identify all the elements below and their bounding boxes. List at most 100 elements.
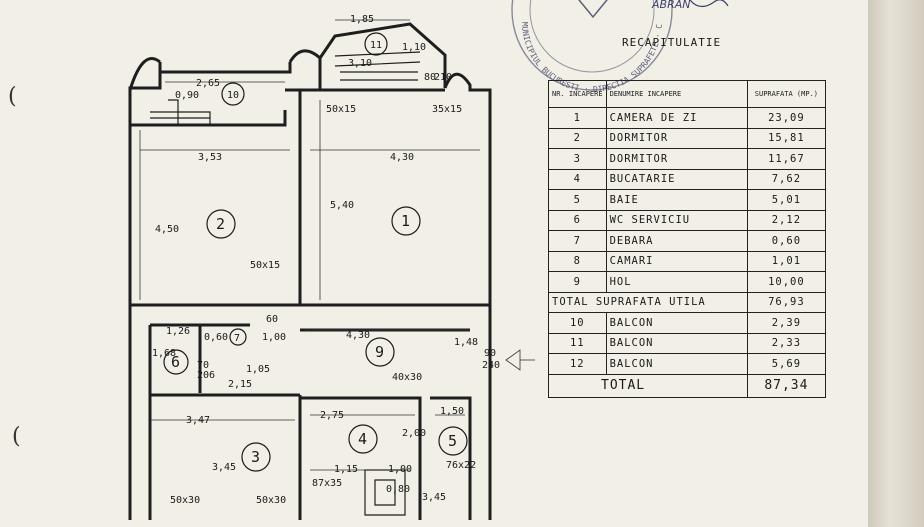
room-name: BALCON (605, 353, 748, 375)
dim-label: 3,10 (348, 58, 372, 69)
dim-label: 50x30 (256, 495, 286, 506)
door-label: 80 (424, 72, 436, 83)
room-area: 5,01 (746, 189, 827, 211)
dim-label: 50x15 (326, 104, 356, 115)
room-area: 2,12 (746, 209, 827, 231)
total-label: TOTAL (548, 373, 748, 398)
dim-label: 0,90 (175, 90, 199, 101)
room-nr: 1 (548, 107, 607, 129)
room-name: HOL (605, 271, 748, 293)
door-label: 70 (197, 360, 209, 371)
recap-table: NR. INCAPERE DENUMIRE INCAPERE SUPRAFATA… (548, 80, 827, 398)
room-4-label: 4 (358, 430, 367, 448)
room-nr: 5 (548, 189, 607, 211)
room-name: DORMITOR (605, 127, 748, 149)
room-nr: 11 (548, 332, 607, 354)
dim-label: 2,65 (196, 78, 220, 89)
dim-label: 3,47 (186, 415, 210, 426)
room-name: BUCATARIE (605, 168, 748, 190)
dim-label: 2,75 (320, 410, 344, 421)
room-10-marker (221, 82, 245, 106)
room-6-marker (163, 349, 189, 375)
dim-label: 40x30 (392, 372, 422, 383)
door-label: 90 (484, 348, 496, 359)
room-area: 5,69 (746, 353, 827, 375)
door-label: 240 (482, 360, 500, 371)
margin-mark: ( (12, 424, 21, 449)
room-3-label: 3 (251, 448, 260, 466)
room-name: DORMITOR (605, 148, 748, 170)
dim-label: 76x22 (446, 460, 476, 471)
room-name: BALCON (605, 332, 748, 354)
dim-label: 1,00 (388, 464, 412, 475)
dim-label: 1,50 (440, 406, 464, 417)
room-nr: 4 (548, 168, 607, 190)
dim-label: 1,15 (334, 464, 358, 475)
room-area: 11,67 (746, 148, 827, 170)
dim-label: 1,00 (262, 332, 286, 343)
room-name: CAMARI (605, 250, 748, 272)
room-11-label: 11 (370, 40, 382, 51)
dim-label: 1,48 (454, 337, 478, 348)
recap-title: RECAPITULATIE (622, 36, 722, 49)
dim-label: 4,30 (390, 152, 414, 163)
dim-label: 3,45 (212, 462, 236, 473)
room-area: 15,81 (746, 127, 827, 149)
room-nr: 8 (548, 250, 607, 272)
room-nr: 3 (548, 148, 607, 170)
dim-label: 2,15 (228, 379, 252, 390)
room-7-label: 7 (234, 333, 240, 344)
dim-label: 1,68 (152, 348, 176, 359)
room-area: 0,60 (746, 230, 827, 252)
dim-label: 1,05 (246, 364, 270, 375)
dim-label: 1,26 (166, 326, 190, 337)
room-name: DEBARA (605, 230, 748, 252)
room-name: BALCON (605, 312, 748, 334)
dim-label: 3,53 (198, 152, 222, 163)
room-3-marker (241, 442, 271, 472)
room-area: 1,01 (746, 250, 827, 272)
header-name: DENUMIRE INCAPERE (605, 80, 748, 108)
room-nr: 9 (548, 271, 607, 293)
stamp-signature: ABRAN (651, 0, 690, 11)
room-area: 23,09 (746, 107, 827, 129)
room-11-marker (364, 32, 388, 56)
header-nr: NR. INCAPERE (548, 80, 607, 108)
room-7-marker (229, 328, 247, 346)
room-1-label: 1 (401, 212, 410, 230)
dim-label: 1,10 (402, 42, 426, 53)
margin-mark: ( (8, 84, 17, 109)
room-area: 2,39 (746, 312, 827, 334)
room-4-marker (348, 424, 378, 454)
room-5-marker (438, 426, 468, 456)
room-nr: 10 (548, 312, 607, 334)
room-markers: 10 11 2 1 9 6 7 3 4 5 (163, 32, 468, 472)
dim-label: 0,60 (204, 332, 228, 343)
dim-label: 3,45 (422, 492, 446, 503)
dim-label: 50x15 (250, 260, 280, 271)
dim-label: 5,40 (330, 200, 354, 211)
room-nr: 6 (548, 209, 607, 231)
room-nr: 7 (548, 230, 607, 252)
room-9-label: 9 (375, 343, 384, 361)
dimension-labels: 1,85 3,10 1,10 2,65 0,90 3,53 4,30 4,50 … (152, 14, 500, 506)
total-util-value: 76,93 (746, 291, 827, 313)
room-10-label: 10 (227, 90, 239, 101)
dim-label: 87x35 (312, 478, 342, 489)
room-6-label: 6 (171, 353, 180, 371)
recap-header-row: NR. INCAPERE DENUMIRE INCAPERE SUPRAFATA… (548, 80, 827, 108)
room-area: 2,33 (746, 332, 827, 354)
